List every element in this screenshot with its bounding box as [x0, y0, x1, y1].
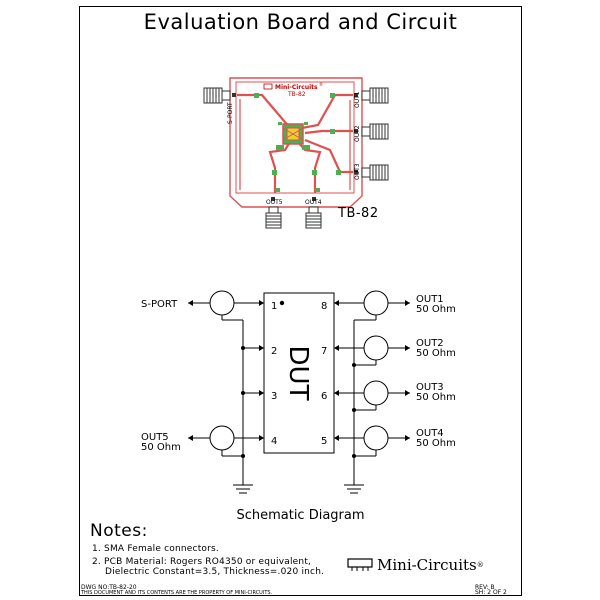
board-model-text: TB-82: [287, 91, 306, 98]
revision: REV: B: [475, 584, 495, 591]
connector-sport: [203, 87, 231, 104]
board-label-out4: OUT4: [305, 199, 322, 206]
board-outline: [229, 77, 363, 208]
schem-label-out2: OUT2: [416, 338, 444, 349]
board-logo-reg: ®: [319, 82, 323, 87]
board-label-out3: OUT3: [354, 163, 361, 180]
rf-traces: [237, 93, 353, 193]
brand-name: Mini-Circuits: [377, 556, 477, 574]
schem-label-out2-imp: 50 Ohm: [416, 348, 456, 359]
schematic-caption: Schematic Diagram: [236, 508, 365, 523]
connector-out4: [305, 206, 322, 229]
drawing-number: DWG NO:TB-82-20: [81, 584, 137, 591]
brand-logo-icon: [347, 558, 373, 571]
board-logo: Mini-Circuits ® TB-82: [263, 82, 323, 98]
board-model-label: TB-82: [338, 206, 379, 221]
pin-6: 6: [321, 391, 327, 402]
schem-label-out1: OUT1: [416, 294, 444, 305]
board-logo-text: Mini-Circuits: [275, 84, 318, 91]
schem-label-out4-imp: 50 Ohm: [416, 438, 456, 449]
board-label-out5: OUT5: [266, 199, 283, 206]
drawing-frame: [79, 6, 522, 596]
schem-label-out3-imp: 50 Ohm: [416, 392, 456, 403]
connector-out5: [265, 206, 282, 229]
sheet-number: SH: 2 OF 2: [475, 589, 507, 596]
connector-out3: [361, 164, 389, 181]
page-title: Evaluation Board and Circuit: [143, 10, 458, 34]
board-label-out2: OUT2: [354, 125, 361, 142]
out5-coax-symbol: [209, 425, 235, 451]
pin-2: 2: [271, 346, 277, 357]
note-1: 1. SMA Female connectors.: [92, 544, 219, 554]
pin-3: 3: [271, 391, 277, 402]
pin-4: 4: [271, 436, 277, 447]
dut-footprint: [276, 122, 310, 150]
pin-5: 5: [321, 436, 327, 447]
brand-reg: ®: [476, 561, 484, 569]
brand-logo: Mini-Circuits ®: [347, 556, 484, 574]
schem-label-out1-imp: 50 Ohm: [416, 304, 456, 315]
board-label-sport: S-PORT: [227, 102, 234, 124]
note-2-cont: Dielectric Constant=3.5, Thickness=.020 …: [105, 567, 325, 577]
vias: [232, 93, 358, 201]
dut-box: [263, 292, 335, 454]
schem-label-sport: S-PORT: [141, 299, 178, 310]
schem-label-out5-imp: 50 Ohm: [141, 442, 181, 453]
schem-label-out4: OUT4: [416, 428, 444, 439]
schem-label-out5: OUT5: [141, 432, 169, 443]
out3-coax-symbol: [363, 380, 389, 406]
connector-out1: [361, 87, 389, 104]
component-pads: [254, 93, 341, 192]
property-notice: THIS DOCUMENT AND ITS CONTENTS ARE THE P…: [81, 590, 273, 596]
title-block: DWG NO:TB-82-20 THIS DOCUMENT AND ITS CO…: [79, 584, 522, 597]
pin-1: 1: [271, 301, 277, 312]
schem-label-out3: OUT3: [416, 382, 444, 393]
out1-coax-symbol: [363, 290, 389, 316]
board-label-out1: OUT1: [354, 91, 361, 108]
pin-7: 7: [321, 346, 327, 357]
pin-8: 8: [321, 301, 327, 312]
note-2: 2. PCB Material: Rogers RO4350 or equiva…: [92, 557, 312, 567]
connector-out2: [361, 123, 389, 140]
sport-coax-symbol: [209, 290, 235, 316]
out4-coax-symbol: [363, 425, 389, 451]
out2-coax-symbol: [363, 335, 389, 361]
junction-dots: [241, 300, 356, 458]
notes-title: Notes:: [90, 521, 148, 541]
pin-arrows: [188, 300, 410, 441]
dut-label: DUT: [283, 346, 313, 401]
